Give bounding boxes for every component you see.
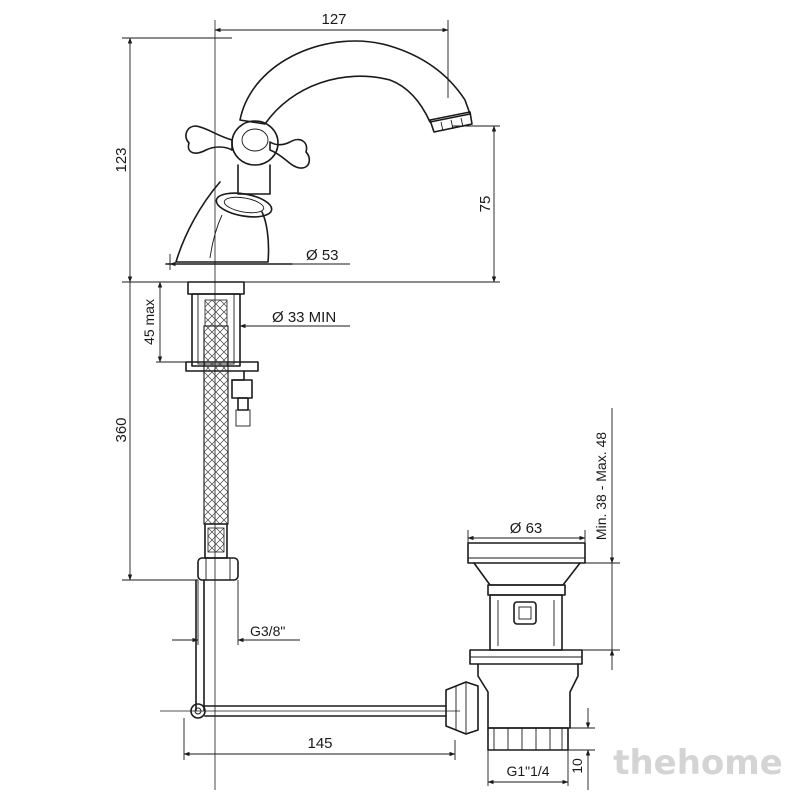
handle-hub	[231, 120, 279, 166]
label-spout-height: 75	[477, 196, 494, 213]
hose-nut	[197, 557, 239, 581]
base-flange	[187, 281, 245, 295]
watermark-logo: thehome	[613, 743, 783, 783]
drain-body	[489, 594, 563, 651]
handle-left	[185, 125, 233, 154]
label-height-total: 123	[113, 147, 130, 172]
fixing-nut	[231, 379, 253, 399]
label-hole-diameter: Ø 33 MIN	[272, 309, 336, 326]
dimension-labels: 127 123 75 Ø 53 Ø 33 MIN 45 max 360 Ø 63…	[113, 11, 609, 779]
label-drain-range: Min. 38 - Max. 48	[593, 432, 609, 540]
pop-up-drain	[445, 542, 586, 751]
handle-right	[269, 138, 311, 169]
label-hose-length: 360	[113, 417, 130, 442]
label-thread-drain: G1"1/4	[506, 763, 549, 779]
lift-rod	[160, 705, 460, 717]
label-drain-height: 10	[569, 758, 585, 774]
faucet	[165, 20, 473, 790]
braided-hose	[203, 325, 229, 525]
aerator	[429, 111, 473, 133]
spout	[239, 40, 471, 125]
label-thread-hose: G3/8"	[250, 623, 285, 639]
label-drain-diameter: Ø 63	[510, 520, 543, 537]
label-max-thickness: 45 max	[141, 299, 157, 345]
label-rod-length: 145	[307, 735, 332, 752]
collar	[215, 192, 273, 218]
label-base-diameter: Ø 53	[306, 247, 339, 264]
drain-lever-nut	[445, 681, 479, 735]
drain-flange	[467, 542, 586, 564]
dimension-lines	[122, 20, 620, 790]
label-width-top: 127	[321, 11, 346, 28]
body	[175, 181, 270, 263]
